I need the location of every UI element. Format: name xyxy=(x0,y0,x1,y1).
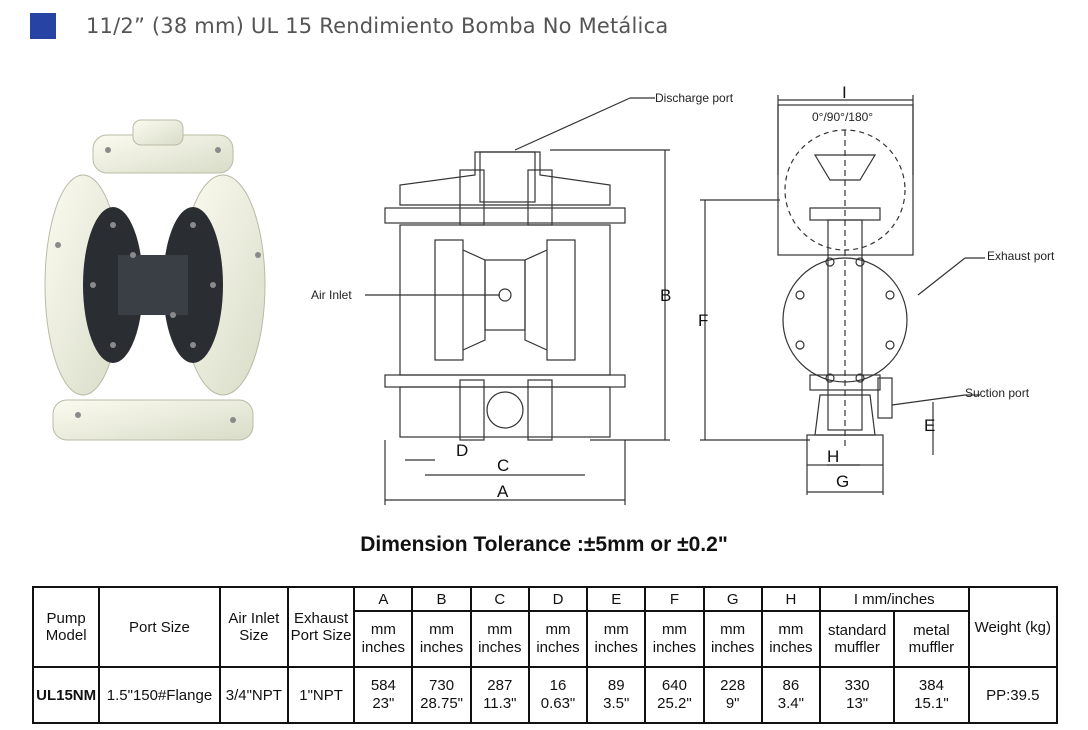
col-g: G xyxy=(702,586,763,612)
exhaust-port-label: Exhaust port xyxy=(987,249,1055,263)
col-air-inlet-size: Air Inlet Size xyxy=(218,586,289,668)
col-h: H xyxy=(760,586,821,612)
dim-label-a: A xyxy=(497,482,509,501)
dim-label-h: H xyxy=(827,447,840,466)
title-accent-square xyxy=(30,13,56,39)
side-view xyxy=(700,95,985,495)
dim-label-d: D xyxy=(456,441,469,460)
col-metal-muffler: metal muffler xyxy=(893,610,970,668)
dim-label-f: F xyxy=(698,311,709,330)
col-f: F xyxy=(644,586,705,612)
front-view xyxy=(365,97,670,505)
cell-weight: PP:39.5 xyxy=(967,666,1059,724)
col-a: A xyxy=(353,586,414,612)
dim-label-i: I xyxy=(842,83,847,102)
col-e: E xyxy=(586,586,647,612)
cell-port: 1.5"150#Flange xyxy=(98,666,221,724)
col-d: D xyxy=(527,586,589,612)
suction-port-label: Suction port xyxy=(965,386,1030,400)
col-pump-model: Pump Model xyxy=(31,586,101,668)
page-title: 11/2” (38 mm) UL 15 Rendimiento Bomba No… xyxy=(86,14,669,38)
specs-table: Pump Model Port Size Air Inlet Size Exha… xyxy=(31,586,1059,724)
dimension-tolerance: Dimension Tolerance :±5mm or ±0.2" xyxy=(360,533,728,556)
col-i: I mm/inches xyxy=(818,586,970,612)
col-weight: Weight (kg) xyxy=(967,586,1059,668)
rotation-angles-label: 0°/90°/180° xyxy=(812,110,874,124)
dim-label-c: C xyxy=(497,456,510,475)
col-standard-muffler: standard muffler xyxy=(818,610,896,668)
dim-label-b: B xyxy=(660,286,672,305)
cell-model: UL15NM xyxy=(31,666,101,724)
col-b: B xyxy=(411,586,472,612)
col-c: C xyxy=(469,586,530,612)
discharge-port-label: Discharge port xyxy=(655,91,734,105)
pump-photo-icon xyxy=(44,119,266,441)
col-port-size: Port Size xyxy=(98,586,221,668)
title-bar: 11/2” (38 mm) UL 15 Rendimiento Bomba No… xyxy=(30,12,668,40)
cell-exhaust: 1"NPT xyxy=(286,666,356,724)
air-inlet-label: Air Inlet xyxy=(311,288,352,302)
cell-air: 3/4"NPT xyxy=(218,666,289,724)
dimension-drawing xyxy=(365,95,985,505)
dim-label-e: E xyxy=(924,416,936,435)
dim-label-g: G xyxy=(836,472,850,491)
col-exhaust-port-size: Exhaust Port Size xyxy=(286,586,356,668)
